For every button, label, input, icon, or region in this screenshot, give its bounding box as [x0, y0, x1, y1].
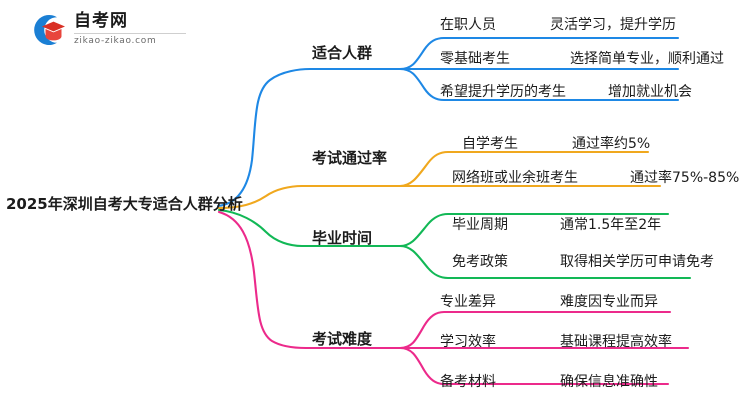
leaf-value[interactable]: 难度因专业而异 [560, 294, 658, 310]
leaf-value[interactable]: 增加就业机会 [608, 84, 692, 100]
leaf-key[interactable]: 自学考生 [462, 136, 518, 152]
leaf-value[interactable]: 通过率75%-85% [630, 170, 740, 186]
logo-text: 自考网 zikao-zikao.com [74, 10, 190, 48]
leaf-value[interactable]: 取得相关学历可申请免考 [560, 254, 714, 270]
leaf-key[interactable]: 毕业周期 [452, 217, 508, 233]
leaf-value[interactable]: 灵活学习，提升学历 [550, 17, 676, 33]
branch-label-2[interactable]: 考试通过率 [312, 149, 388, 167]
logo-name: 自考网 [74, 11, 128, 31]
leaf-key[interactable]: 希望提升学历的考生 [440, 84, 566, 100]
leaf-value[interactable]: 选择简单专业，顺利通过 [570, 51, 724, 67]
logo-url: zikao-zikao.com [74, 36, 157, 46]
leaf-value[interactable]: 通过率约5% [572, 136, 651, 152]
leaf-key[interactable]: 学习效率 [440, 334, 496, 350]
logo-divider [74, 33, 186, 34]
leaf-value[interactable]: 基础课程提高效率 [560, 334, 672, 350]
branch-connector-2 [217, 150, 662, 210]
leaf-value[interactable]: 确保信息准确性 [560, 374, 658, 390]
graduation-cap-logo-icon [30, 12, 68, 48]
branch-label-1[interactable]: 适合人群 [312, 44, 373, 62]
leaf-key[interactable]: 专业差异 [440, 294, 496, 310]
leaf-key[interactable]: 网络班或业余班考生 [452, 170, 578, 186]
branch-label-3[interactable]: 毕业时间 [312, 229, 373, 247]
leaf-key[interactable]: 免考政策 [452, 254, 508, 270]
leaf-value[interactable]: 通常1.5年至2年 [560, 217, 662, 233]
site-logo: 自考网 zikao-zikao.com [30, 10, 190, 50]
leaf-key[interactable]: 在职人员 [440, 17, 496, 33]
leaf-key[interactable]: 零基础考生 [440, 51, 510, 67]
root-node[interactable]: 2025年深圳自考大专适合人群分析 [6, 195, 243, 213]
branch-label-4[interactable]: 考试难度 [312, 330, 373, 348]
leaf-key[interactable]: 备考材料 [440, 374, 496, 390]
